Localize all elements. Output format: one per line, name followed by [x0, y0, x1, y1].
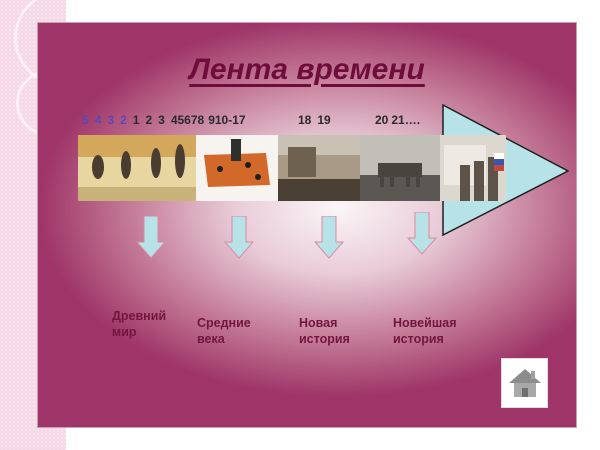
year-bc: 5: [82, 113, 89, 127]
down-arrow-icon: [224, 216, 254, 259]
down-arrow-icon: [136, 216, 166, 259]
brandenburg-gate-image: [360, 135, 440, 201]
period-label-line: Новейшая: [393, 316, 457, 330]
period-label-line: Средние: [197, 316, 251, 330]
timeline-arrow: [442, 103, 570, 237]
year-contemporary: 20: [375, 113, 389, 127]
year-ad: 1: [132, 113, 140, 127]
home-icon: [508, 369, 541, 397]
year-bc: 4: [94, 113, 102, 127]
year-bc: 2: [120, 113, 127, 127]
white-house-moscow-image: [440, 135, 506, 201]
period-label-line: история: [393, 332, 444, 346]
period-label-line: Новая: [299, 316, 338, 330]
storming-of-bastille-image: [278, 135, 360, 201]
slide-title: Лента времени: [189, 53, 425, 86]
year-ad: 3: [158, 113, 165, 127]
year-bc: 3: [107, 113, 115, 127]
period-label-line: мир: [112, 325, 137, 339]
year-ad: 2: [145, 113, 153, 127]
period-label-line: Древний: [112, 309, 167, 323]
year-modern: 19: [317, 113, 331, 127]
evolution-of-man-image: [78, 135, 196, 201]
down-arrow-icon: [314, 216, 344, 259]
period-label-modern: Новая история: [299, 315, 350, 347]
year-contemporary: 21….: [391, 113, 421, 127]
home-button[interactable]: [501, 358, 548, 408]
period-label-contemporary: Новейшая история: [393, 315, 456, 347]
timeline-image-strip: [78, 135, 506, 201]
period-label-ancient: Древний мир: [112, 308, 166, 340]
year-ad: 910-17: [208, 113, 246, 127]
down-arrow-icon: [407, 212, 437, 255]
year-modern: 18: [298, 113, 312, 127]
period-label-line: века: [197, 332, 225, 346]
year-ad: 45678: [170, 113, 205, 127]
period-label-middle-ages: Средние века: [197, 315, 251, 347]
medieval-knight-image: [196, 135, 278, 201]
period-label-line: история: [299, 332, 350, 346]
